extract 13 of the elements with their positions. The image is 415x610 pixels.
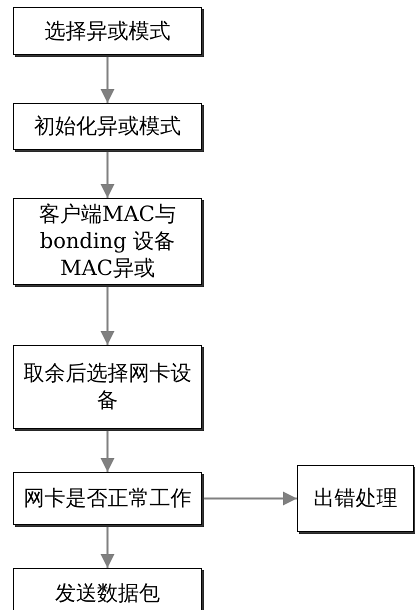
process-box: 网卡是否正常工作 (13, 472, 202, 525)
arrow (100, 525, 114, 568)
arrow (100, 55, 114, 103)
arrow (100, 429, 114, 472)
process-box: 发送数据包 (13, 568, 202, 610)
arrow (100, 150, 114, 198)
process-box: 初始化异或模式 (13, 103, 202, 150)
arrow (202, 492, 297, 506)
process-box: 客户端MAC与bonding 设备MAC异或 (13, 198, 202, 285)
process-box: 选择异或模式 (13, 7, 202, 55)
process-box: 取余后选择网卡设备 (13, 345, 202, 429)
process-box: 出错处理 (297, 465, 414, 532)
arrow (100, 285, 114, 345)
